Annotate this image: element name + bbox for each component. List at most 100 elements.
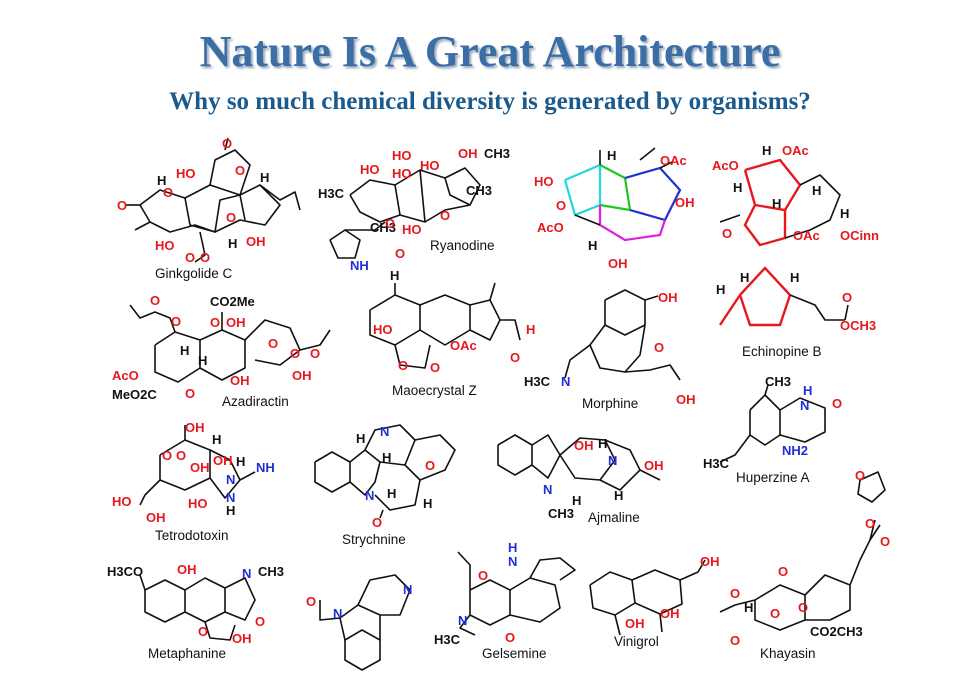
structure-metaphanine: H3CO OH N CH3 O O OH Metaphanine	[107, 562, 284, 661]
atom-tetrodotoxin-oh4: OH	[146, 510, 166, 525]
atom-morphine-n: N	[561, 374, 570, 389]
structure-huperzine-a: CH3 H N O NH2 H3C Huperzine A	[703, 374, 842, 485]
atom-ginkgolide-o1: O	[117, 198, 127, 213]
atom-huperzine-nh2: NH2	[782, 443, 808, 458]
atom-polycycle-o: O	[556, 198, 566, 213]
label-ginkgolide-c: Ginkgolide C	[155, 266, 233, 281]
atom-azadiractin-o3: O	[210, 315, 220, 330]
atom-ryanodine-ch3-1: CH3	[484, 146, 510, 161]
atom-tetrodotoxin-h1: H	[212, 432, 221, 447]
atom-metaphanine-o1: O	[255, 614, 265, 629]
atom-khayasin-o3: O	[880, 534, 890, 549]
label-azadiractin: Azadiractin	[222, 394, 289, 409]
label-gelsemine: Gelsemine	[482, 646, 547, 661]
atom-ginkgolide-ho2: HO	[155, 238, 175, 253]
label-vinigrol: Vinigrol	[614, 634, 659, 649]
structure-morphine: OH O H3C N OH Morphine	[524, 289, 696, 411]
atom-azadiractin-aco: AcO	[112, 368, 139, 383]
atom-indolecage-n2: N	[403, 582, 412, 597]
atom-polycycle-oac1: OAc	[660, 153, 687, 168]
atom-ryanodine-ho2: HO	[392, 148, 412, 163]
label-strychnine: Strychnine	[342, 532, 406, 547]
atom-strychnine-h1: H	[356, 431, 365, 446]
atom-azadiractin-o2: O	[171, 314, 181, 329]
label-echinopine-b: Echinopine B	[742, 344, 822, 359]
atom-maoecrystal-ho: HO	[373, 322, 393, 337]
atom-echinopine-och3: OCH3	[840, 318, 876, 333]
atom-ajmaline-h2: H	[572, 493, 581, 508]
atom-khayasin-co2ch3: CO2CH3	[810, 624, 863, 639]
atom-tetrodotoxin-n2: N	[226, 490, 235, 505]
atom-maoecrystal-h: H	[390, 268, 399, 283]
label-ryanodine: Ryanodine	[430, 238, 495, 253]
atom-strychnine-h4: H	[423, 496, 432, 511]
atom-ryanodine-oh: OH	[458, 146, 478, 161]
atom-gelsemine-n2: N	[458, 613, 467, 628]
structure-ryanodine: H3C HO HO HO HO OH CH3 CH3 CH3 HO O O O …	[318, 146, 510, 273]
atom-ginkgolide-o7: O	[200, 250, 210, 265]
atom-azadiractin-o4: O	[185, 386, 195, 401]
atom-gelsemine-h: H	[508, 540, 517, 555]
atom-tetrodotoxin-oh1: OH	[185, 420, 205, 435]
atom-polycycle-oh1: OH	[675, 195, 695, 210]
atom-ajmaline-h1: H	[598, 436, 607, 451]
atom-azadiractin-oh2: OH	[230, 373, 250, 388]
label-ajmaline: Ajmaline	[588, 510, 640, 525]
structure-khayasin: O O O O O H O O O CO2CH3 Khayasin	[719, 468, 890, 661]
atom-metaphanine-n: N	[242, 566, 251, 581]
structure-strychnine: N H H O N H H O Strychnine	[314, 424, 456, 547]
atom-redcage-hoac: OAc	[793, 228, 820, 243]
atom-redcage-h5: H	[840, 206, 849, 221]
atom-metaphanine-o2: O	[198, 624, 208, 639]
atom-ginkgolide-o2: O	[222, 136, 232, 151]
structure-tetrodotoxin: OH H O O OH OH H N NH N H HO HO OH Tetro…	[112, 420, 275, 543]
atom-ryanodine-ho4: HO	[402, 222, 422, 237]
atom-huperzine-ch3: CH3	[765, 374, 791, 389]
atom-tetrodotoxin-ho2: HO	[188, 496, 208, 511]
atom-ryanodine-o4: O	[395, 246, 405, 261]
atom-ajmaline-h3: H	[614, 488, 623, 503]
atom-azadiractin-h2: H	[180, 343, 189, 358]
label-maoecrystal-z: Maoecrystal Z	[392, 383, 477, 398]
atom-redcage-h1: H	[762, 143, 771, 158]
atom-redcage-h3: H	[812, 183, 821, 198]
atom-ginkgolide-ho1: HO	[176, 166, 196, 181]
atom-metaphanine-h3co: H3CO	[107, 564, 143, 579]
atom-vinigrol-oh1: OH	[700, 554, 720, 569]
atom-ginkgolide-h3: H	[228, 236, 237, 251]
atom-maoecrystal-oac: OAc	[450, 338, 477, 353]
structure-red-cage: H OAc AcO H H H H O OAc OCinn	[712, 143, 879, 247]
atom-ginkgolide-o6: O	[185, 250, 195, 265]
atom-ginkgolide-oh: OH	[246, 234, 266, 249]
structure-ajmaline: OH H N OH N H H CH3 Ajmaline	[497, 434, 664, 525]
atom-ryanodine-ch3-3: CH3	[370, 220, 396, 235]
label-metaphanine: Metaphanine	[148, 646, 226, 661]
atom-ajmaline-oh1: OH	[574, 438, 594, 453]
atom-huperzine-h3c: H3C	[703, 456, 730, 471]
atom-huperzine-n: N	[800, 398, 809, 413]
atom-echinopine-o: O	[842, 290, 852, 305]
atom-redcage-h2: H	[733, 180, 742, 195]
atom-polycycle-oh2: OH	[608, 256, 628, 271]
atom-gelsemine-o1: O	[478, 568, 488, 583]
atom-khayasin-h: H	[744, 600, 753, 615]
slide-subtitle: Why so much chemical diversity is genera…	[169, 88, 811, 115]
atom-ginkgolide-o5: O	[226, 210, 236, 225]
atom-ryanodine-o1: HO	[420, 158, 440, 173]
atom-vinigrol-oh2: OH	[660, 606, 680, 621]
atom-polycycle-aco: AcO	[537, 220, 564, 235]
atom-metaphanine-oh2: OH	[232, 631, 252, 646]
atom-redcage-aco: AcO	[712, 158, 739, 173]
atom-ryanodine-h3c: H3C	[318, 186, 345, 201]
atom-ajmaline-ch3: CH3	[548, 506, 574, 521]
atom-strychnine-o1: O	[425, 458, 435, 473]
atom-khayasin-o4: O	[778, 564, 788, 579]
atom-redcage-oac1: OAc	[782, 143, 809, 158]
atom-khayasin-o1: O	[855, 468, 865, 483]
atom-tetrodotoxin-nh: NH	[256, 460, 275, 475]
atom-redcage-ocinn: OCinn	[840, 228, 879, 243]
slide-title: Nature Is A Great Architecture	[199, 27, 781, 76]
atom-indolecage-o: O	[306, 594, 316, 609]
atom-ginkgolide-o3: O	[235, 163, 245, 178]
